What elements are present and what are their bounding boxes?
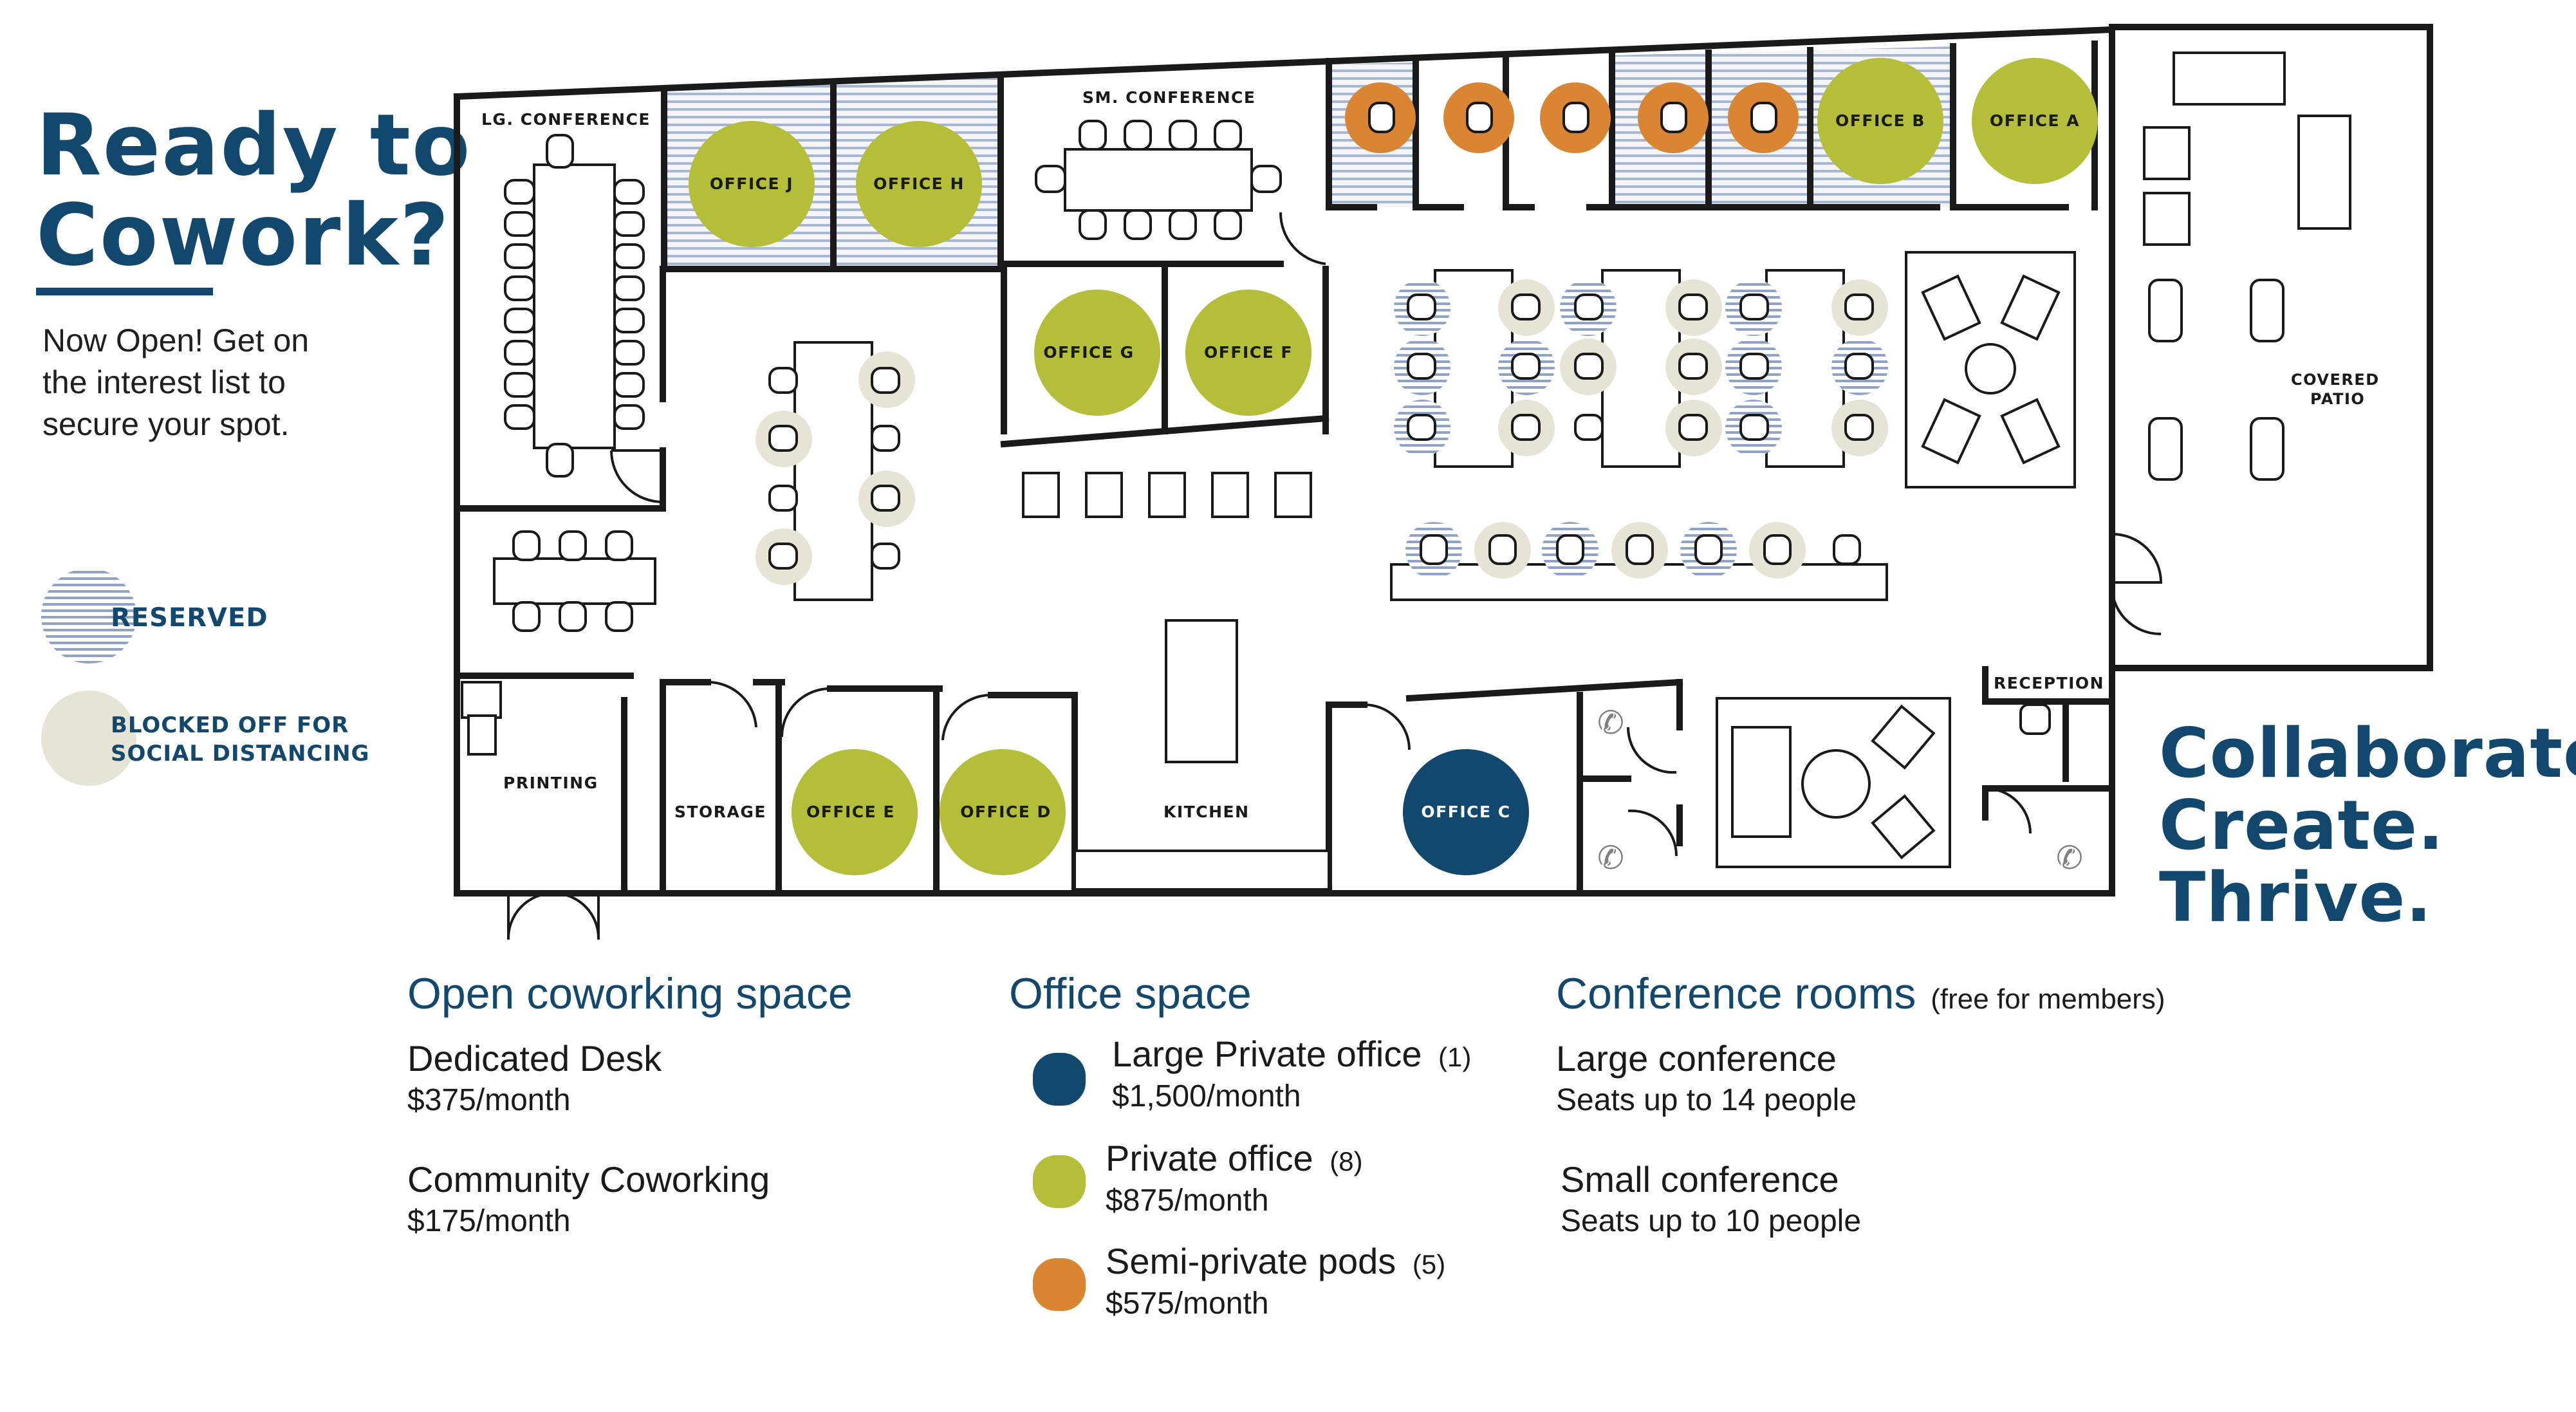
semi-private-count: (5) bbox=[1412, 1249, 1446, 1279]
headline-line2: Cowork? bbox=[36, 186, 450, 285]
small-conference-name: Small conference bbox=[1561, 1159, 1839, 1200]
office-label-f: OFFICE F bbox=[1204, 343, 1293, 362]
office-label-h: OFFICE H bbox=[873, 174, 965, 193]
room-label-patio-1: COVERED bbox=[2291, 371, 2380, 389]
community-coworking-price: $175/month bbox=[407, 1204, 571, 1238]
large-office-price: $1,500/month bbox=[1112, 1079, 1301, 1113]
tagline-line1: Collaborate. bbox=[2159, 714, 2576, 793]
office-label-a: OFFICE A bbox=[1990, 111, 2080, 130]
tagline-line3: Thrive. bbox=[2159, 858, 2432, 937]
semi-private-swatch bbox=[1033, 1258, 1086, 1311]
office-space-title: Office space bbox=[1009, 969, 1252, 1018]
private-office-count: (8) bbox=[1330, 1146, 1363, 1176]
room-label-storage: STORAGE bbox=[674, 803, 766, 821]
conference-rooms-title: Conference rooms (free for members) bbox=[1556, 969, 2165, 1018]
headline-underline bbox=[36, 288, 213, 295]
office-label-d: OFFICE D bbox=[960, 803, 1052, 821]
svg-text:✆: ✆ bbox=[1597, 704, 1624, 741]
office-label-b: OFFICE B bbox=[1835, 111, 1925, 130]
room-label-lg-conference: LG. CONFERENCE bbox=[481, 110, 651, 129]
private-office-name: Private office (8) bbox=[1106, 1138, 1363, 1178]
private-office-price: $875/month bbox=[1106, 1184, 1269, 1218]
reserved-swatch bbox=[41, 568, 136, 664]
office-label-j: OFFICE J bbox=[710, 174, 793, 193]
legend-blocked-label-1: BLOCKED OFF FOR bbox=[111, 712, 349, 738]
small-conference-detail: Seats up to 10 people bbox=[1561, 1204, 1862, 1238]
intro-line3: secure your spot. bbox=[42, 406, 290, 442]
room-label-reception: RECEPTION bbox=[1994, 674, 2104, 692]
phone-icons: ✆ ✆ ✆ bbox=[1597, 704, 2083, 877]
private-office-swatch bbox=[1033, 1155, 1086, 1208]
headline-line1: Ready to bbox=[36, 96, 472, 195]
semi-private-name: Semi-private pods (5) bbox=[1106, 1241, 1446, 1281]
open-coworking-title: Open coworking space bbox=[407, 969, 853, 1018]
large-office-count: (1) bbox=[1438, 1042, 1472, 1072]
semi-private-price: $575/month bbox=[1106, 1287, 1269, 1321]
conference-rooms-note: (free for members) bbox=[1931, 983, 2165, 1015]
intro-line2: the interest list to bbox=[42, 364, 286, 400]
office-label-g: OFFICE G bbox=[1043, 343, 1134, 362]
blocked-swatch bbox=[41, 691, 136, 786]
room-label-sm-conference: SM. CONFERENCE bbox=[1082, 88, 1256, 107]
room-label-kitchen: KITCHEN bbox=[1163, 803, 1250, 821]
room-label-printing: PRINTING bbox=[503, 774, 598, 792]
large-conference-name: Large conference bbox=[1556, 1038, 1837, 1079]
large-office-swatch bbox=[1033, 1053, 1086, 1106]
dedicated-desk-name: Dedicated Desk bbox=[407, 1038, 662, 1079]
large-office-name: Large Private office (1) bbox=[1112, 1034, 1472, 1074]
dedicated-desk-price: $375/month bbox=[407, 1083, 571, 1117]
svg-text:✆: ✆ bbox=[1597, 839, 1624, 877]
office-label-c: OFFICE C bbox=[1421, 803, 1510, 821]
tagline-line2: Create. bbox=[2159, 786, 2445, 865]
legend-reserved-label: RESERVED bbox=[111, 603, 268, 633]
community-coworking-name: Community Coworking bbox=[407, 1159, 770, 1200]
intro-line1: Now Open! Get on bbox=[42, 322, 310, 358]
large-conference-detail: Seats up to 14 people bbox=[1556, 1083, 1857, 1117]
room-label-patio-2: PATIO bbox=[2310, 390, 2365, 408]
svg-text:✆: ✆ bbox=[2056, 839, 2083, 877]
legend-blocked-label-2: SOCIAL DISTANCING bbox=[111, 741, 370, 766]
office-label-e: OFFICE E bbox=[806, 803, 895, 821]
